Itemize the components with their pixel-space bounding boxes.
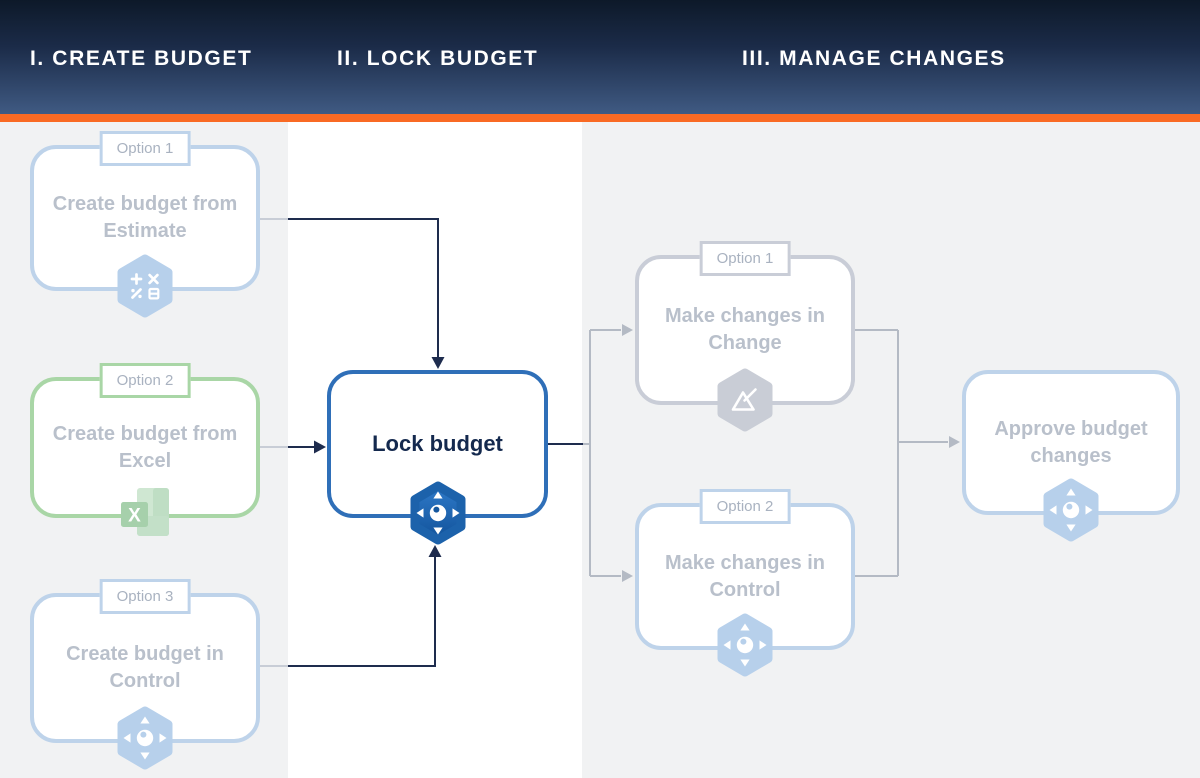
control-dpad-hexagon-icon: [116, 706, 174, 770]
option-tab-label: Option 1: [116, 140, 174, 157]
option-tab: Option 2: [699, 489, 791, 524]
node-label: Make changes in Control: [664, 551, 826, 601]
phase-label-lock-budget: II. LOCK BUDGET: [337, 47, 539, 70]
node-label: Create budget from Estimate: [52, 193, 238, 242]
option-tab-label: Option 3: [116, 588, 174, 605]
node-lock-budget: Lock budget: [327, 370, 548, 545]
option-tab: Option 1: [699, 241, 791, 276]
node-approve-budget-changes: Approve budget changes: [962, 370, 1180, 542]
node-create-budget-in-control: Option 3 Create budget in Control: [30, 579, 260, 770]
control-dpad-hexagon-icon: [716, 613, 774, 677]
option-tab-label: Option 2: [116, 372, 174, 389]
phase-header: I. CREATE BUDGET II. LOCK BUDGET III. MA…: [0, 0, 1200, 122]
node-create-budget-from-excel: Option 2 Create budget from Excel X: [30, 363, 260, 536]
phase-label-manage-changes: III. MANAGE CHANGES: [742, 47, 1006, 70]
calculator-hexagon-icon: [116, 254, 174, 318]
option-tab: Option 2: [99, 363, 191, 398]
node-label: Approve budget changes: [994, 417, 1148, 467]
svg-text:X: X: [128, 506, 141, 527]
control-dpad-hexagon-icon: [1042, 478, 1100, 542]
node-label: Lock budget: [372, 431, 503, 457]
accent-bar: [0, 114, 1200, 122]
node-make-changes-in-change: Option 1 Make changes in Change: [635, 241, 855, 432]
node-label: Make changes in Change: [664, 305, 826, 354]
node-label: Create budget in Control: [66, 643, 224, 692]
phase-label-create-budget: I. CREATE BUDGET: [30, 47, 253, 70]
option-tab: Option 3: [99, 579, 191, 614]
control-dpad-hexagon-icon: [409, 481, 467, 545]
option-tab: Option 1: [99, 131, 191, 166]
node-make-changes-in-control: Option 2 Make changes in Control: [635, 489, 855, 677]
node-create-budget-from-estimate: Option 1 Create budget from Estimate: [30, 131, 260, 318]
option-tab-label: Option 2: [716, 498, 774, 515]
option-tab-label: Option 1: [716, 250, 774, 267]
node-label: Create budget from Excel: [52, 422, 238, 472]
excel-icon: X: [119, 485, 171, 541]
change-pencil-hexagon-icon: [716, 368, 774, 432]
